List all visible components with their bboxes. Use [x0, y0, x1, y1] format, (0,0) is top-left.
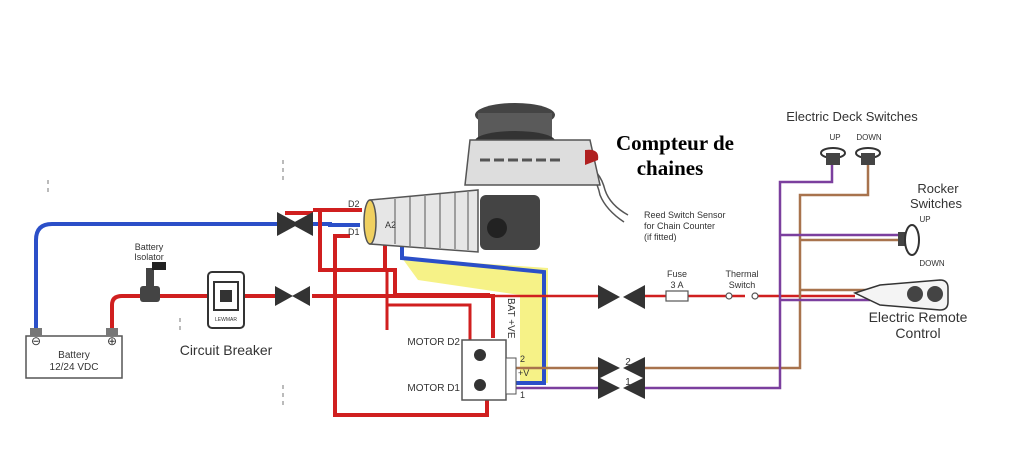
wire-brown: [515, 165, 900, 370]
breaker-brand: LEWMAR: [215, 317, 237, 323]
terminal-d1-label: D1: [348, 227, 360, 237]
motor-d1-label: MOTOR D1: [407, 383, 460, 394]
battery-label: Battery: [58, 350, 90, 361]
connector-control-2: [598, 357, 645, 379]
battery: [25, 328, 123, 379]
connector-1-label: 1: [625, 377, 631, 388]
circuit-breaker: [207, 271, 245, 329]
deck-switch-down: [855, 147, 881, 165]
reed-switch-label-2: for Chain Counter: [644, 221, 715, 231]
deck-switches-label: Electric Deck Switches: [786, 109, 918, 124]
wire-purple: [515, 165, 900, 390]
highlight-path: [402, 258, 548, 383]
rocker-down-label: DOWN: [919, 259, 945, 268]
connector-control-1: [598, 377, 645, 399]
remote-control-label: Electric Remote: [869, 309, 968, 325]
battery-isolator-label: Battery: [135, 242, 164, 252]
battery-plus-symbol: ⊕: [107, 334, 117, 348]
terminal-a2-label: A2: [385, 220, 396, 230]
fuse-rating-label: 3 A: [670, 280, 683, 290]
chain-counter-annotation-2: chaines: [637, 156, 704, 180]
battery-minus-symbol: ⊖: [31, 334, 41, 348]
motor-d2-label: MOTOR D2: [407, 337, 460, 348]
wire-red-motor-d2: [285, 208, 490, 297]
rocker-switches-label: Rocker: [917, 181, 959, 196]
terminal-1-label: 1: [520, 390, 525, 400]
control-box: [461, 339, 517, 401]
connector-left-red: [275, 286, 310, 306]
deck-down-label: DOWN: [856, 133, 882, 142]
battery-isolator: [140, 262, 166, 302]
terminal-2-label: 2: [520, 354, 525, 364]
wire-red-positive: [110, 294, 495, 338]
reed-switch-label-3: (if fitted): [644, 232, 677, 242]
reed-switch-label: Reed Switch Sensor: [644, 210, 726, 220]
battery-voltage-label: 12/24 VDC: [50, 362, 99, 373]
thermal-switch: [725, 292, 759, 300]
connector-left-blue: [277, 212, 313, 236]
battery-isolator-label-2: Isolator: [134, 252, 164, 262]
bat-ve-label: BAT +VE: [505, 298, 516, 339]
dashed-separators: [47, 160, 284, 405]
deck-switch-up: [820, 147, 846, 165]
terminal-d2-label: D2: [348, 199, 360, 209]
rocker-up-label: UP: [919, 215, 930, 224]
connector-fuse-line: [598, 285, 645, 309]
thermal-switch-label-2: Switch: [729, 280, 756, 290]
chain-counter-annotation: Compteur de: [616, 131, 734, 155]
fuse-label: Fuse: [667, 269, 687, 279]
terminal-v-label: +V: [518, 368, 529, 378]
rocker-switches-label-2: Switches: [910, 196, 963, 211]
connector-2-label: 2: [625, 357, 631, 368]
deck-up-label: UP: [829, 133, 840, 142]
circuit-breaker-label: Circuit Breaker: [180, 342, 273, 358]
electric-remote-control: [852, 279, 949, 311]
rocker-switch: [898, 224, 920, 256]
windlass-unit: [363, 103, 601, 253]
remote-control-label-2: Control: [895, 325, 940, 341]
fuse: [665, 290, 689, 302]
thermal-switch-label: Thermal: [725, 269, 758, 279]
